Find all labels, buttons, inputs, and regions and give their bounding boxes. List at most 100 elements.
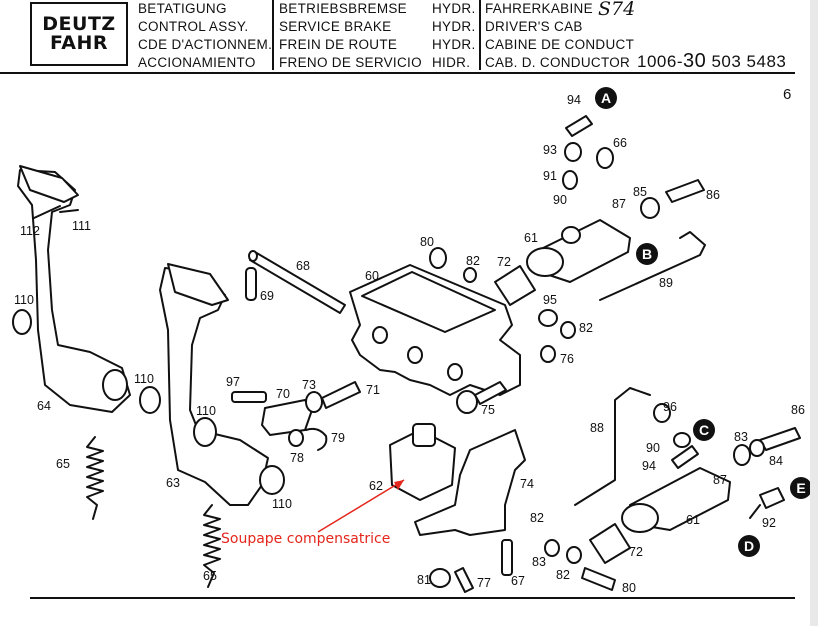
part-label-93: 93 — [543, 143, 557, 157]
fitting-95 — [538, 309, 558, 327]
part-label-94: 94 — [567, 93, 581, 107]
vertical-scrollbar[interactable] — [810, 0, 818, 626]
bolt-75-head — [456, 390, 478, 414]
part-label-77: 77 — [477, 576, 491, 590]
deutz-fahr-logo: DEUTZ FAHR — [30, 2, 128, 66]
nut-81 — [429, 568, 451, 588]
part-label-112: 112 — [20, 224, 40, 238]
bushing-110-hub — [193, 417, 217, 447]
part-label-62: 62 — [369, 479, 383, 493]
callout-e-label: E — [796, 480, 805, 496]
part-label-89: 89 — [659, 276, 673, 290]
header-divider — [479, 0, 481, 70]
part-label-91: 91 — [543, 169, 557, 183]
part-label-90: 90 — [553, 193, 567, 207]
part-label-87: 87 — [713, 473, 727, 487]
part-label-71: 71 — [366, 383, 380, 397]
callout-a: A — [595, 87, 617, 109]
header-text: BETATIGUNG — [138, 1, 227, 16]
part-label-110: 110 — [272, 497, 292, 511]
header-text: CABINE DE CONDUCT — [485, 37, 635, 52]
part-label-83: 83 — [734, 430, 748, 444]
washer-84 — [749, 439, 765, 457]
part-label-72: 72 — [497, 255, 511, 269]
bushing-110-bottom — [259, 465, 285, 495]
part-label-76: 76 — [560, 352, 574, 366]
header-text: FREIN DE ROUTE — [279, 37, 398, 52]
header-text: DRIVER'S CAB — [485, 19, 583, 34]
rod-71 — [321, 381, 361, 409]
callout-c-label: C — [699, 422, 709, 438]
header-col-cab: FAHRERKABINE DRIVER'S CAB CABINE DE COND… — [485, 0, 634, 72]
part-label-87: 87 — [612, 197, 626, 211]
bracket-hole — [407, 346, 423, 364]
part-label-61: 61 — [524, 231, 538, 245]
part-label-95: 95 — [543, 293, 557, 307]
brake-line-89 — [599, 231, 706, 301]
bushing-110-mid — [139, 386, 161, 414]
part-label-63: 63 — [166, 476, 180, 490]
compensating-valve-annotation: Soupape compensatrice — [221, 531, 391, 547]
header-text: ACCIONAMIENTO — [138, 55, 256, 70]
washer-82-lower — [566, 546, 582, 564]
doc-big: 30 — [682, 50, 707, 72]
part-label-68: 68 — [296, 259, 310, 273]
part-label-75: 75 — [481, 403, 495, 417]
spring-65-left — [86, 436, 104, 520]
part-label-82: 82 — [530, 511, 544, 525]
leader-92 — [749, 504, 761, 519]
callout-d: D — [738, 535, 760, 557]
bolt-86-lower — [759, 427, 801, 451]
washer-85 — [640, 197, 660, 219]
bolt-67 — [501, 539, 513, 576]
header-text: HIDR. — [432, 55, 471, 70]
header-col-hydr: HYDR. HYDR. HYDR. HIDR. — [432, 0, 476, 72]
elbow-94 — [565, 115, 593, 137]
part-label-84: 84 — [769, 454, 783, 468]
callout-c: C — [693, 419, 715, 441]
part-label-86: 86 — [706, 188, 720, 202]
part-label-78: 78 — [290, 451, 304, 465]
part-label-82: 82 — [556, 568, 570, 582]
header-text: BETRIEBSBREMSE — [279, 1, 407, 16]
part-label-70: 70 — [276, 387, 290, 401]
reservoir-90 — [561, 226, 581, 244]
header-text: FRENO DE SERVICIO — [279, 55, 422, 70]
bolt-80-lower — [581, 567, 616, 591]
header-text: CAB. D. CONDUCTOR — [485, 55, 631, 70]
part-label-60: 60 — [365, 269, 379, 283]
part-label-72: 72 — [629, 545, 643, 559]
part-label-86: 86 — [791, 403, 805, 417]
washer-78 — [288, 429, 304, 447]
header-text: HYDR. — [432, 19, 476, 34]
pin-111 — [59, 209, 79, 213]
part-label-64: 64 — [37, 399, 51, 413]
annotation-arrowhead — [394, 480, 404, 490]
part-label-96: 96 — [663, 400, 677, 414]
bracket-74 — [414, 429, 526, 536]
part-label-92: 92 — [762, 516, 776, 530]
spring-65-right — [203, 504, 221, 588]
part-label-80: 80 — [622, 581, 636, 595]
part-labels: 60 61 61 62 63 64 65 65 66 67 68 69 70 7… — [14, 93, 805, 595]
washer-83-lower — [544, 539, 560, 557]
part-label-61: 61 — [686, 513, 700, 527]
part-label-85: 85 — [633, 185, 647, 199]
nut-76 — [540, 345, 556, 363]
callout-e: E — [790, 477, 812, 499]
header-divider — [272, 0, 274, 70]
doc-prefix: 1006- — [637, 52, 683, 71]
part-label-111: 111 — [72, 219, 91, 233]
washer-82-mid — [560, 321, 576, 339]
document-number: 1006-30 503 5483 — [637, 50, 786, 73]
part-label-65: 65 — [203, 569, 217, 583]
page-number: 6 — [783, 86, 792, 103]
pedal-64-pad — [19, 165, 79, 203]
part-label-69: 69 — [260, 289, 274, 303]
switch-92 — [759, 487, 785, 509]
part-label-97: 97 — [226, 375, 240, 389]
part-label-66: 66 — [613, 136, 627, 150]
bracket-hole — [372, 326, 388, 344]
